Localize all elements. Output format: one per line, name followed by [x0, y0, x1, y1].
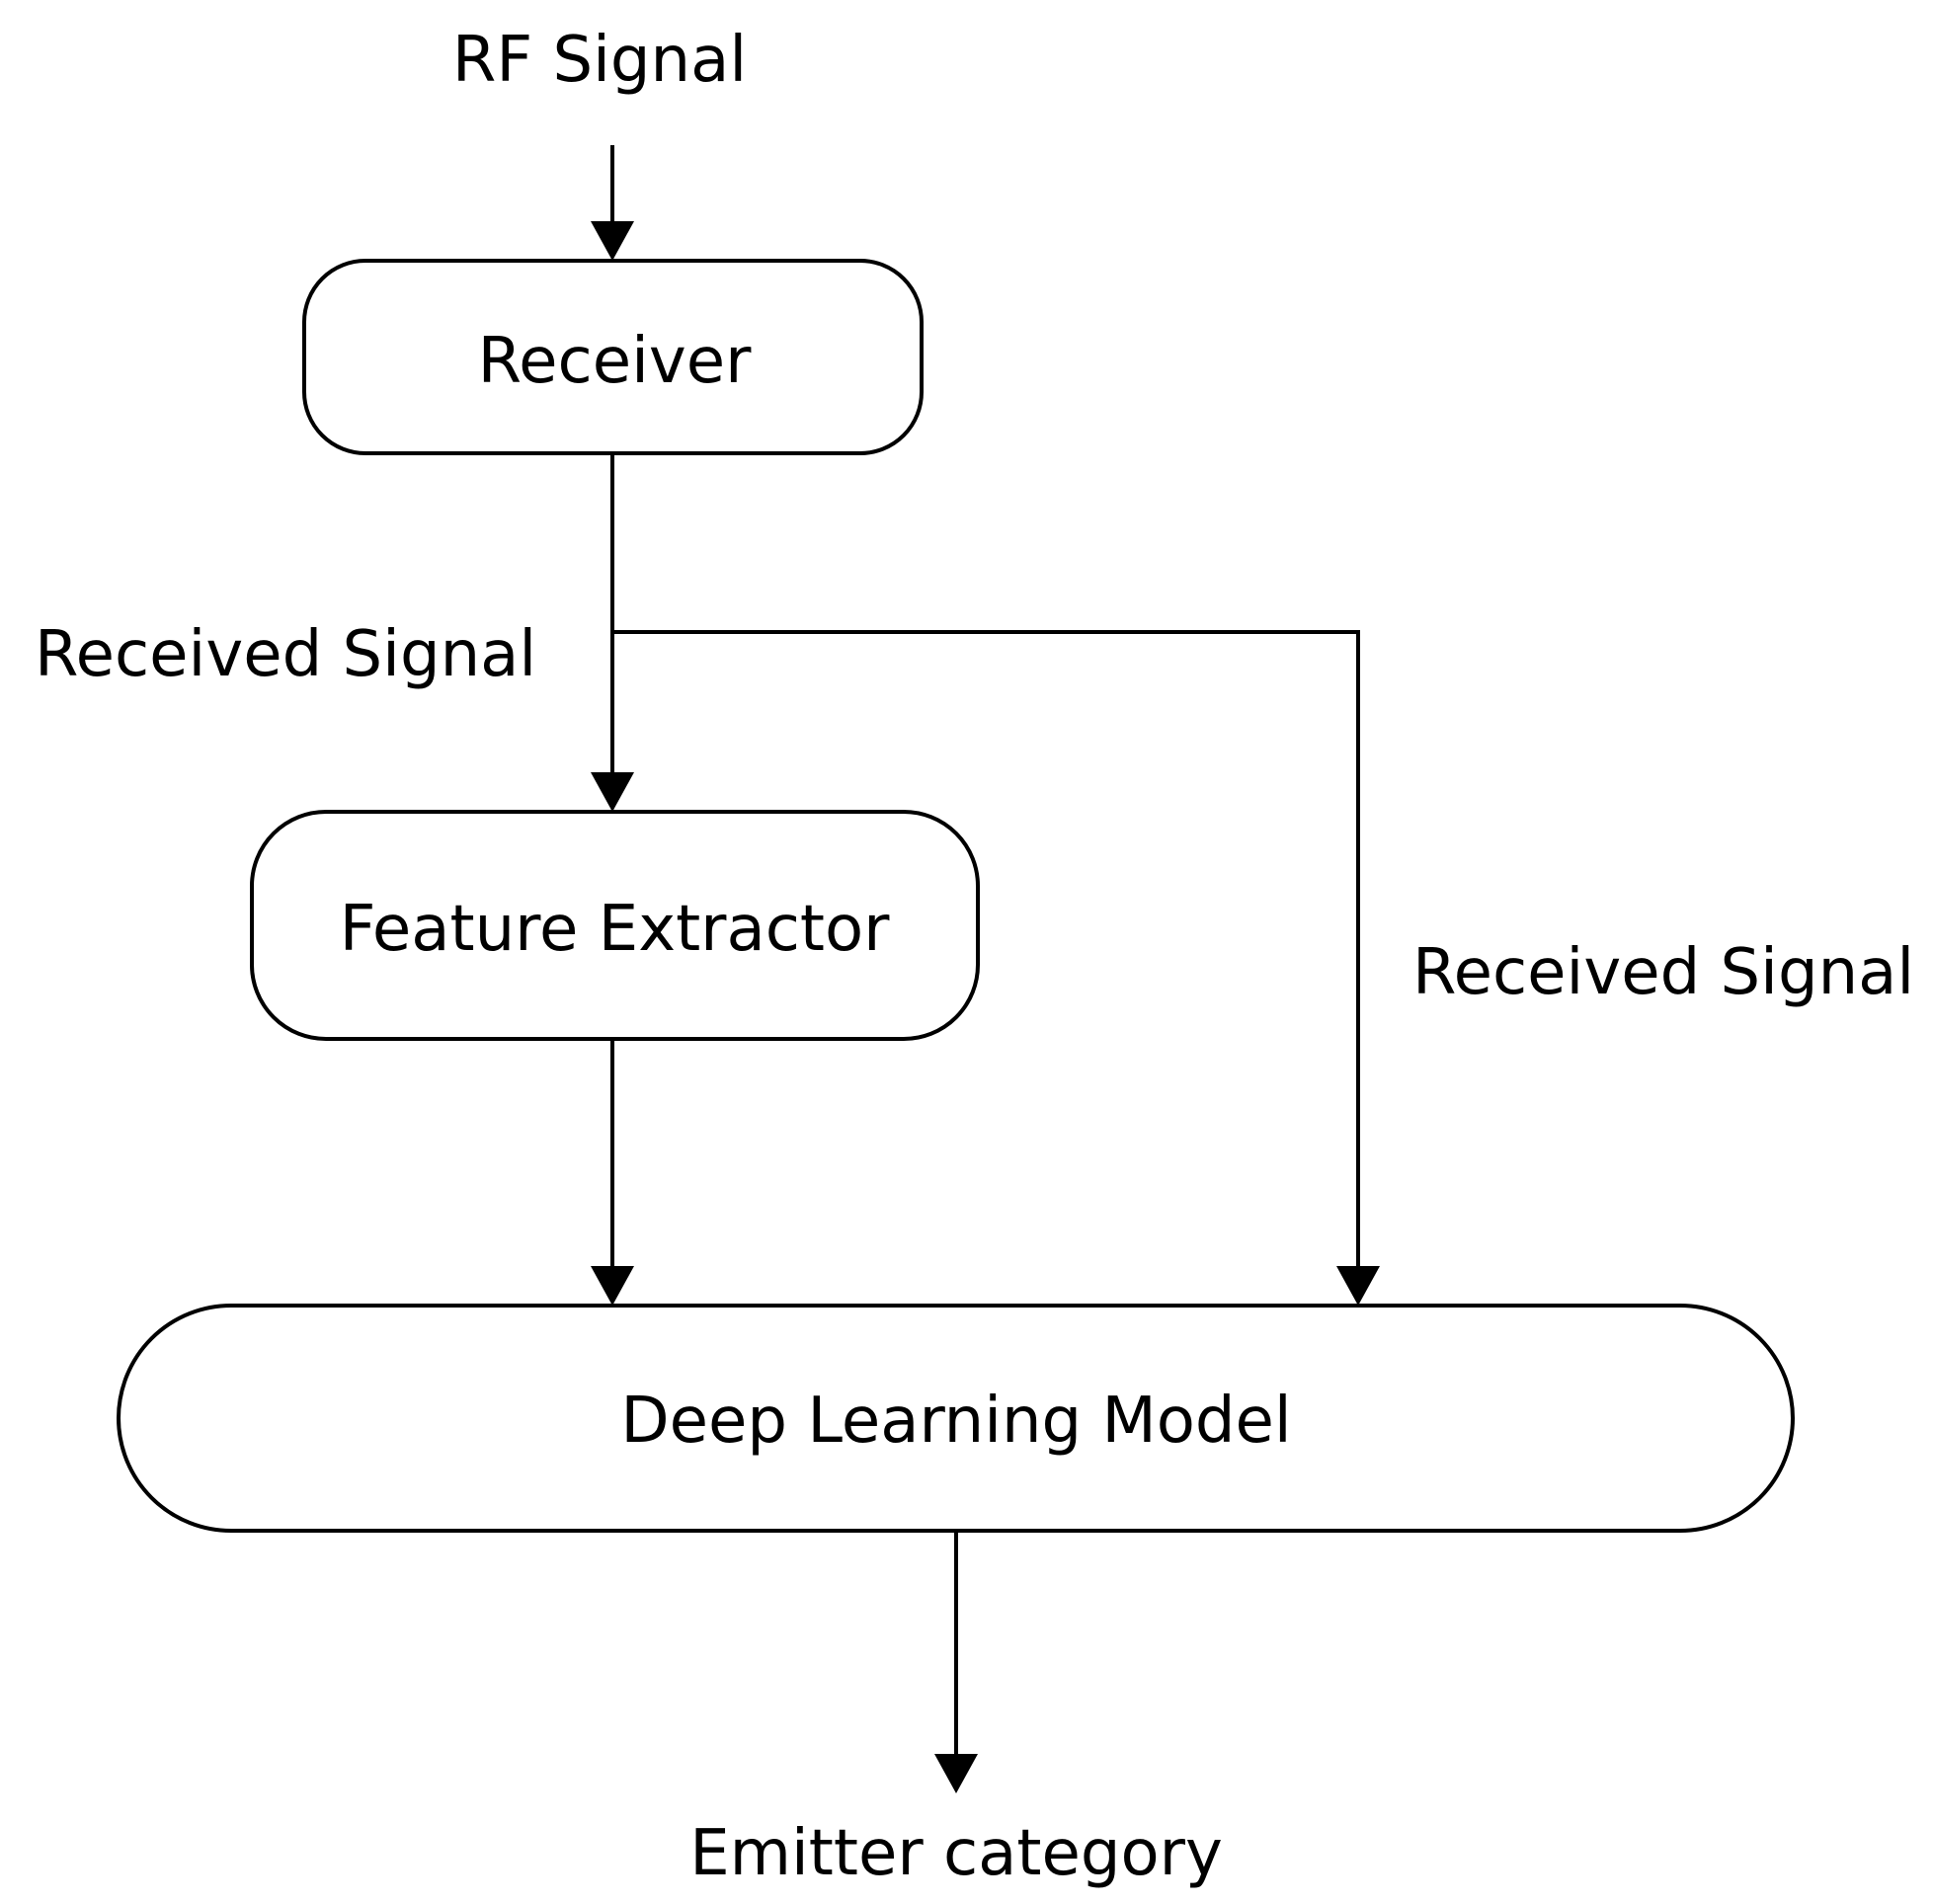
- deep-learning-model-node: Deep Learning Model: [117, 1304, 1795, 1533]
- arrow-model-to-output: [934, 1531, 978, 1793]
- feature-extractor-label: Feature Extractor: [340, 893, 891, 966]
- deep-learning-model-label: Deep Learning Model: [620, 1385, 1291, 1458]
- branch-to-model-right: [612, 630, 1380, 1306]
- arrow-rf-to-receiver: [591, 145, 634, 261]
- receiver-label: Receiver: [478, 325, 753, 398]
- arrow-feature-extractor-to-model: [591, 1039, 634, 1306]
- rf-signal-label: RF Signal: [452, 24, 747, 97]
- feature-extractor-node: Feature Extractor: [250, 810, 980, 1041]
- arrow-receiver-to-feature-extractor: [591, 632, 634, 812]
- received-signal-label-right: Received Signal: [1412, 936, 1914, 1009]
- receiver-node: Receiver: [302, 259, 924, 455]
- received-signal-label-left: Received Signal: [35, 618, 536, 691]
- emitter-category-label: Emitter category: [689, 1817, 1223, 1890]
